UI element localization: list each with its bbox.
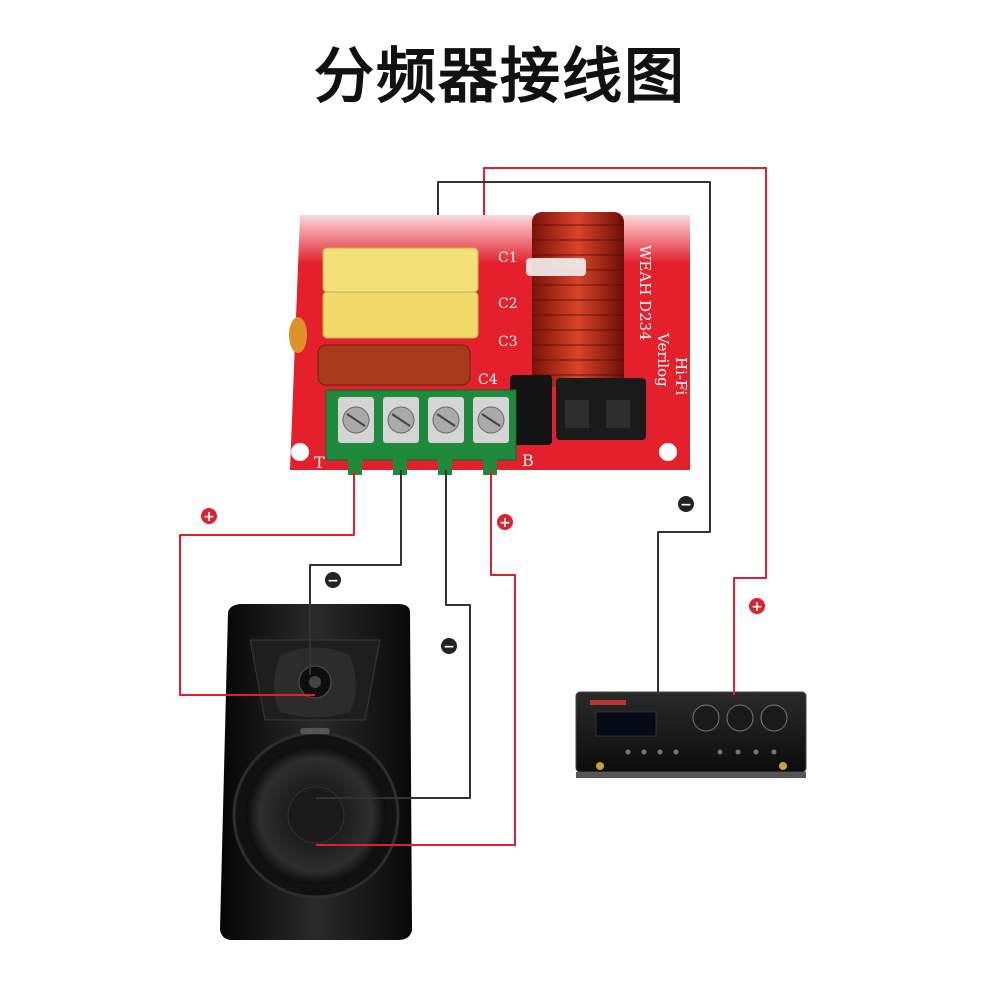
volume-knob[interactable] (692, 704, 720, 732)
wires (179, 167, 767, 846)
volume-knob[interactable] (726, 704, 754, 732)
terminal-block (325, 389, 517, 475)
pcb-capacitor-labels: C1 C2 C3 C4 (478, 250, 518, 388)
wire-woofer-positive (316, 470, 516, 846)
tweeter (249, 639, 381, 721)
svg-text:+: + (751, 599, 763, 615)
terminal-screw (473, 397, 509, 443)
svg-text:−: − (327, 573, 339, 589)
wire-woofer-negative (316, 470, 471, 799)
volume-knob[interactable] (760, 704, 788, 732)
minus-marker: − (325, 572, 341, 589)
minus-marker: − (678, 496, 694, 513)
plus-marker: + (749, 598, 765, 615)
amp-display (595, 711, 657, 737)
mounting-hole (659, 443, 677, 461)
model-line2: Verilog (654, 332, 672, 387)
polarity-markers: + + + − − − (201, 496, 765, 655)
page-title: 分频器接线图 (314, 42, 686, 112)
terminal-label-t: T (314, 453, 325, 472)
plus-marker: + (201, 508, 217, 525)
terminal-screw (338, 397, 374, 443)
wire-tweeter-negative (309, 470, 402, 675)
capacitor-stack (289, 247, 479, 386)
model-line1: WEAH D234 (636, 245, 654, 341)
label-c1: C1 (498, 250, 518, 266)
svg-text:+: + (499, 515, 511, 531)
inductor-coil (526, 212, 624, 387)
model-text: WEAH D234 Verilog Hi-Fi (636, 245, 690, 395)
amplifier (575, 691, 807, 778)
amp-brand-badge (590, 700, 626, 705)
label-c3: C3 (498, 334, 518, 350)
label-c2: C2 (498, 296, 518, 312)
mounting-hole (291, 443, 309, 461)
model-line3: Hi-Fi (672, 357, 690, 395)
terminal-screw (383, 397, 419, 443)
svg-text:−: − (443, 639, 455, 655)
wire-tweeter-positive (179, 470, 355, 696)
wire-amp-positive (483, 167, 767, 695)
svg-text:−: − (680, 497, 692, 513)
speaker (220, 604, 412, 940)
terminal-label-b: B (522, 451, 534, 470)
crossover-board: C1 C2 C3 C4 WEAH D234 Verilog Hi-Fi (280, 205, 700, 475)
minus-marker: − (441, 638, 457, 655)
speaker-logo (300, 728, 330, 734)
terminal-screw (428, 397, 464, 443)
label-c4: C4 (478, 372, 498, 388)
woofer (232, 731, 400, 899)
svg-text:+: + (203, 509, 215, 525)
wire-amp-negative (437, 181, 711, 695)
plus-marker: + (497, 514, 513, 531)
connector-clips (510, 375, 646, 445)
